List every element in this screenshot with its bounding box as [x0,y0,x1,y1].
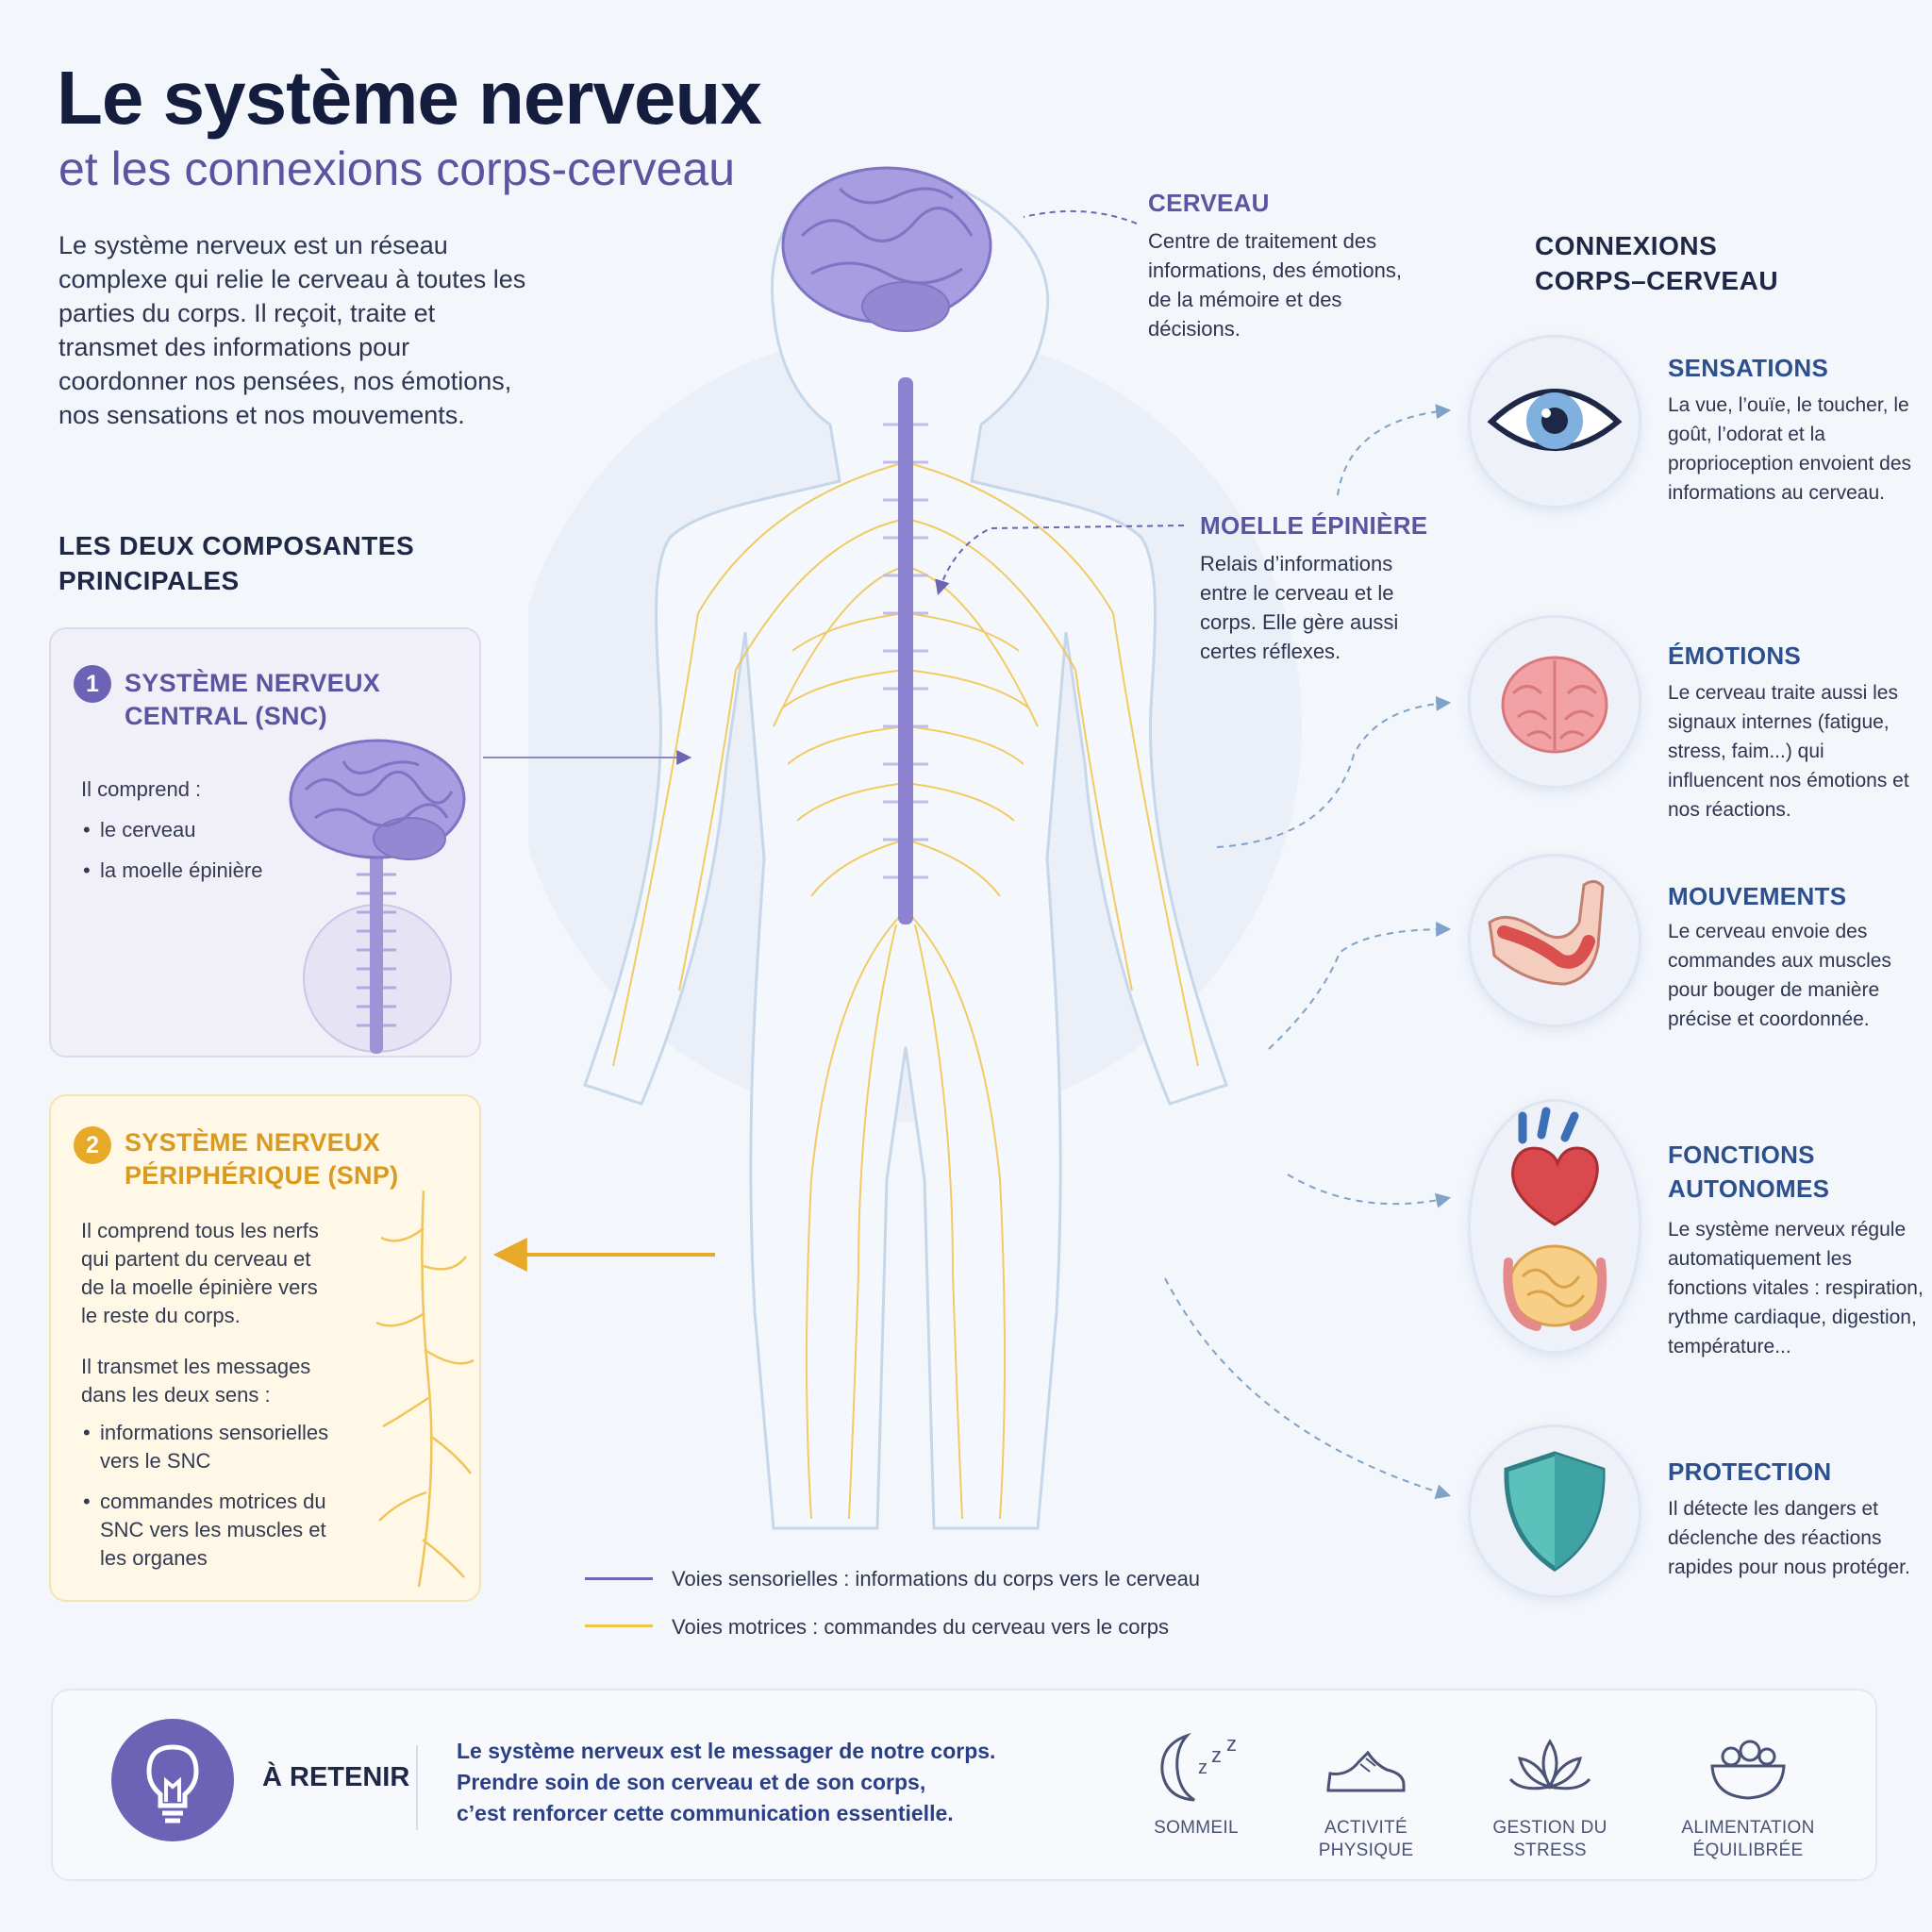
habit-sleep: z z z SOMMEIL [1116,1724,1276,1840]
connections-heading: CONNEXIONS CORPS–CERVEAU [1535,231,1779,295]
sensory-legend-label: Voies sensorielles : informations du cor… [672,1567,1201,1591]
snc-intro: Il comprend : [81,777,202,801]
components-heading: LES DEUX COMPOSANTES PRINCIPALES [58,531,415,595]
salad-bowl-icon [1710,1740,1786,1800]
brain-icon [1501,656,1608,754]
emotions-text: Le cerveau traite aussi les signaux inte… [1668,682,1909,821]
sensory-legend-swatch [585,1577,653,1580]
snp-card: 2 SYSTÈME NERVEUX PÉRIPHÉRIQUE (SNP) Il … [49,1094,481,1602]
autonomes-text: Le système nerveux régule automatiquemen… [1668,1219,1924,1357]
shield-icon [1504,1451,1606,1572]
sensations-text: La vue, l’ouïe, le toucher, le goût, l’o… [1668,394,1912,504]
habit-label: SOMMEIL [1154,1818,1239,1838]
motor-legend-label: Voies motrices : commandes du cerveau ve… [672,1615,1170,1639]
snp-title: SYSTÈME NERVEUX PÉRIPHÉRIQUE (SNP) [125,1128,399,1190]
mouvements-icon-circle [1468,854,1641,1027]
divider [416,1745,418,1830]
key-takeaway-banner: À RETENIR Le système nerveux est le mess… [51,1689,1877,1881]
protection-title: PROTECTION [1668,1457,1832,1486]
snp-number-badge: 2 [74,1126,111,1164]
page-subtitle: et les connexions corps-cerveau [58,142,736,195]
sensations-title: SENSATIONS [1668,354,1829,382]
svg-text:z: z [1198,1757,1208,1778]
autonomes-icon-circle [1468,1099,1641,1354]
eye-icon [1487,389,1623,451]
list-item: informations sensorielles vers le SNC [81,1419,355,1475]
list-item: la moelle épinière [81,857,262,885]
protection-icon-circle [1468,1424,1641,1598]
intro-paragraph: Le système nerveux est un réseau complex… [58,231,526,429]
takeaway-message: Le système nerveux est le messager de no… [457,1739,996,1825]
snp-transmission: Il transmet les messages dans les deux s… [81,1355,311,1407]
snp-list: informations sensorielles vers le SNC co… [81,1419,355,1585]
snp-nerves-illustration [375,1191,475,1587]
snc-number-badge: 1 [74,665,111,703]
svg-text:z: z [1226,1732,1237,1756]
lightbulb-icon [111,1719,234,1841]
human-body-nervous-system-figure [528,166,1302,1530]
list-item: le cerveau [81,816,262,844]
emotions-icon-circle [1468,615,1641,789]
snc-list: le cerveau la moelle épinière [81,816,262,897]
protection-text: Il détecte les dangers et déclenche des … [1668,1498,1910,1578]
snc-title: SYSTÈME NERVEUX CENTRAL (SNC) [125,669,381,730]
autonomes-title: FONCTIONS AUTONOMES [1668,1141,1830,1203]
takeaway-label: À RETENIR [262,1762,410,1792]
moon-sleep-icon: z z z [1160,1732,1237,1802]
moelle-annotation-text: Relais d’informations entre le cerveau e… [1200,552,1399,663]
page-title: Le système nerveux [57,56,762,140]
cerveau-annotation-text: Centre de traitement des informations, d… [1148,229,1403,341]
emotions-title: ÉMOTIONS [1668,641,1802,670]
sneaker-icon [1326,1750,1406,1792]
motor-legend-swatch [585,1624,653,1627]
snc-card: 1 SYSTÈME NERVEUX CENTRAL (SNC) Il compr… [49,627,481,1058]
snp-description: Il comprend tous les nerfs qui partent d… [81,1219,319,1327]
svg-text:z: z [1211,1743,1222,1767]
mouvements-title: MOUVEMENTS [1668,882,1847,910]
sensations-icon-circle [1468,335,1641,508]
lotus-icon [1508,1739,1591,1790]
arm-muscle-icon [1488,880,1605,986]
heart-digestive-icon [1503,1107,1607,1331]
mouvements-text: Le cerveau envoie des commandes aux musc… [1668,921,1891,1030]
list-item: commandes motrices du SNC vers les muscl… [81,1488,355,1573]
snc-brain-spine-illustration [289,739,466,1054]
moelle-annotation-title: MOELLE ÉPINIÈRE [1200,511,1428,540]
cerveau-annotation-title: CERVEAU [1148,189,1270,217]
